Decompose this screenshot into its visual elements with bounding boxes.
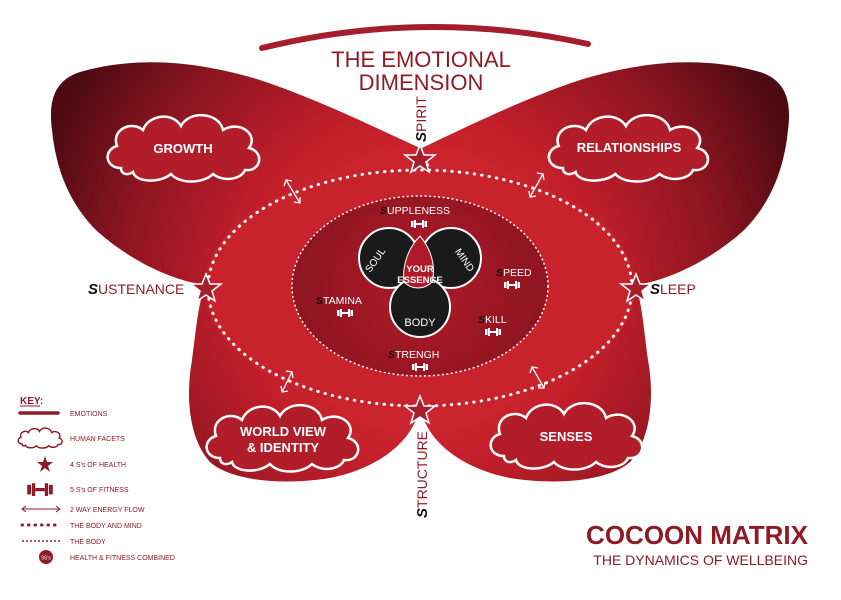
body-label: BODY xyxy=(404,317,436,329)
brand-title: COCOON MATRIX xyxy=(586,520,809,550)
sleep-label: SLEEP xyxy=(650,281,696,298)
essence-line2: ESSENCE xyxy=(397,275,442,286)
essence-line1: YOUR xyxy=(406,264,434,275)
speed-label: SPEED xyxy=(496,267,532,279)
title-line2: DIMENSION xyxy=(359,70,484,95)
key-star-icon xyxy=(37,456,53,472)
senses-label: SENSES xyxy=(540,429,593,444)
essence-overlap xyxy=(403,235,434,289)
svg-text:SPIRIT: SPIRIT xyxy=(413,96,430,142)
key-item-body: THE BODY xyxy=(70,539,106,546)
strength-label: STRENGH xyxy=(388,349,439,361)
key-item-health: 4 S's OF HEALTH xyxy=(70,462,126,469)
key-item-energy-flow: 2 WAY ENERGY FLOW xyxy=(70,507,145,514)
energy-arrow-bottom-right xyxy=(529,366,546,389)
suppleness-label: SUPPLENESS xyxy=(380,205,450,217)
key-two-way-arrow-icon xyxy=(21,505,61,513)
stamina-label: STAMINA xyxy=(316,295,362,307)
star-sustenance-icon xyxy=(188,271,224,303)
spirit-label: SPIRIT xyxy=(413,96,430,142)
emotions-arc xyxy=(259,23,591,51)
energy-arrow-top-right xyxy=(528,172,545,198)
key-heading: KEY: xyxy=(20,396,43,407)
key-item-fitness: 5 S's OF FITNESS xyxy=(70,487,129,494)
world-view-label-line2: & IDENTITY xyxy=(247,440,320,455)
title-line1: THE EMOTIONAL xyxy=(331,47,511,72)
health-stars xyxy=(188,142,654,425)
cloud-growth: GROWTH xyxy=(106,113,261,183)
skill-label: SKILL xyxy=(478,314,507,326)
star-spirit-icon xyxy=(402,142,438,174)
energy-flow-arrows xyxy=(280,172,546,393)
key-item-human-facets: HUMAN FACETS xyxy=(70,436,125,443)
relationships-label: RELATIONSHIPS xyxy=(577,140,682,155)
svg-text:STRUCTURE: STRUCTURE xyxy=(414,431,431,518)
energy-arrow-bottom-left xyxy=(280,370,294,393)
key-combined-badge xyxy=(39,550,53,564)
energy-arrow-top-left xyxy=(283,179,301,204)
key-legend: KEY: EMOTIONS HUMAN FACETS 4 S's OF HEAL… xyxy=(17,396,175,564)
sustenance-label: SUSTENANCE xyxy=(88,281,184,298)
star-structure-icon xyxy=(402,393,438,425)
key-item-emotions: EMOTIONS xyxy=(70,411,108,418)
brand-subtitle: THE DYNAMICS OF WELLBEING xyxy=(593,552,808,568)
key-item-combined: HEALTH & FITNESS COMBINED xyxy=(70,555,175,562)
star-sleep-icon xyxy=(618,271,654,303)
structure-label: STRUCTURE xyxy=(414,431,431,518)
key-item-body-mind: THE BODY AND MIND xyxy=(70,523,142,530)
key-combined-badge-text: 9S's xyxy=(41,556,51,562)
key-dumbbell-icon xyxy=(27,483,53,496)
key-cloud-icon xyxy=(17,427,63,449)
growth-label: GROWTH xyxy=(153,141,212,156)
world-view-label-line1: WORLD VIEW xyxy=(240,424,327,439)
